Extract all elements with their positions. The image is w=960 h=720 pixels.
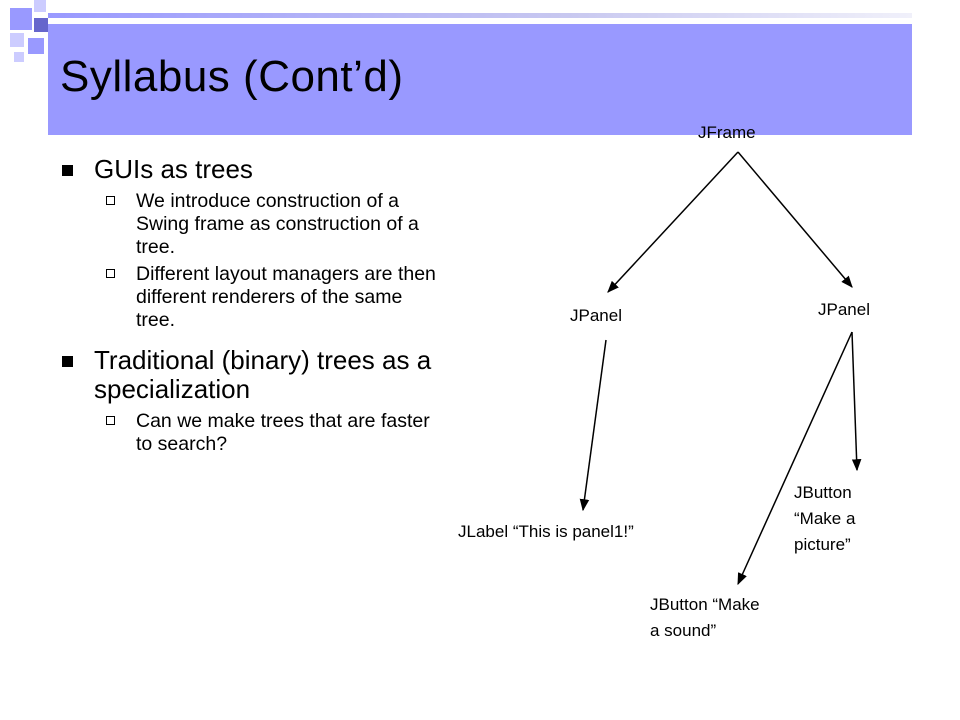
node-line: picture” — [794, 535, 851, 554]
decor-square — [10, 8, 32, 30]
square-bullet-icon — [62, 356, 73, 367]
edge-left-panel-to-label — [579, 339, 607, 512]
hollow-square-bullet-icon — [106, 269, 115, 278]
sub-bullet-item: We introduce construction of a Swing fra… — [56, 190, 436, 259]
edge-frame-to-left-panel — [607, 151, 739, 293]
bullet-list: GUIs as trees We introduce construction … — [56, 155, 436, 460]
tree-node-jlabel: JLabel “This is panel1!” — [458, 522, 634, 541]
edge-right-panel-to-picture-button — [851, 331, 862, 472]
edge-frame-to-right-panel — [737, 151, 853, 288]
header-gradient-strip — [48, 13, 912, 18]
square-bullet-icon — [62, 165, 73, 176]
title-band — [48, 24, 912, 135]
sub-bullet-item: Different layout managers are then diffe… — [56, 263, 436, 332]
hollow-square-bullet-icon — [106, 416, 115, 425]
decor-square — [10, 33, 24, 47]
decor-square — [14, 52, 24, 62]
sub-bullet-item: Can we make trees that are faster to sea… — [56, 410, 436, 456]
sub-bullet-text: Different layout managers are then diffe… — [136, 263, 436, 331]
tree-node-jframe: JFrame — [698, 123, 756, 142]
bullet-text: GUIs as trees — [94, 154, 253, 184]
decor-square — [28, 38, 44, 54]
bullet-item: GUIs as trees — [56, 155, 436, 184]
tree-node-right-jpanel: JPanel — [818, 300, 870, 319]
slide-title: Syllabus (Cont’d) — [60, 52, 404, 101]
sub-bullet-text: Can we make trees that are faster to sea… — [136, 410, 430, 455]
node-line: JButton “Make — [650, 595, 760, 614]
bullet-item: Traditional (binary) trees as a speciali… — [56, 346, 436, 404]
node-line: a sound” — [650, 621, 717, 640]
tree-node-jbutton-picture: JButton “Make a picture” — [794, 480, 855, 558]
hollow-square-bullet-icon — [106, 196, 115, 205]
node-line: “Make a — [794, 509, 856, 528]
tree-node-jbutton-sound: JButton “Make a sound” — [650, 592, 760, 644]
tree-node-left-jpanel: JPanel — [570, 306, 622, 325]
sub-bullet-text: We introduce construction of a Swing fra… — [136, 190, 419, 258]
bullet-text: Traditional (binary) trees as a speciali… — [94, 345, 432, 404]
node-line: JButton — [794, 483, 852, 502]
decor-square — [34, 18, 48, 32]
decor-square — [34, 0, 46, 12]
edge-right-panel-to-sound-button — [737, 331, 853, 586]
